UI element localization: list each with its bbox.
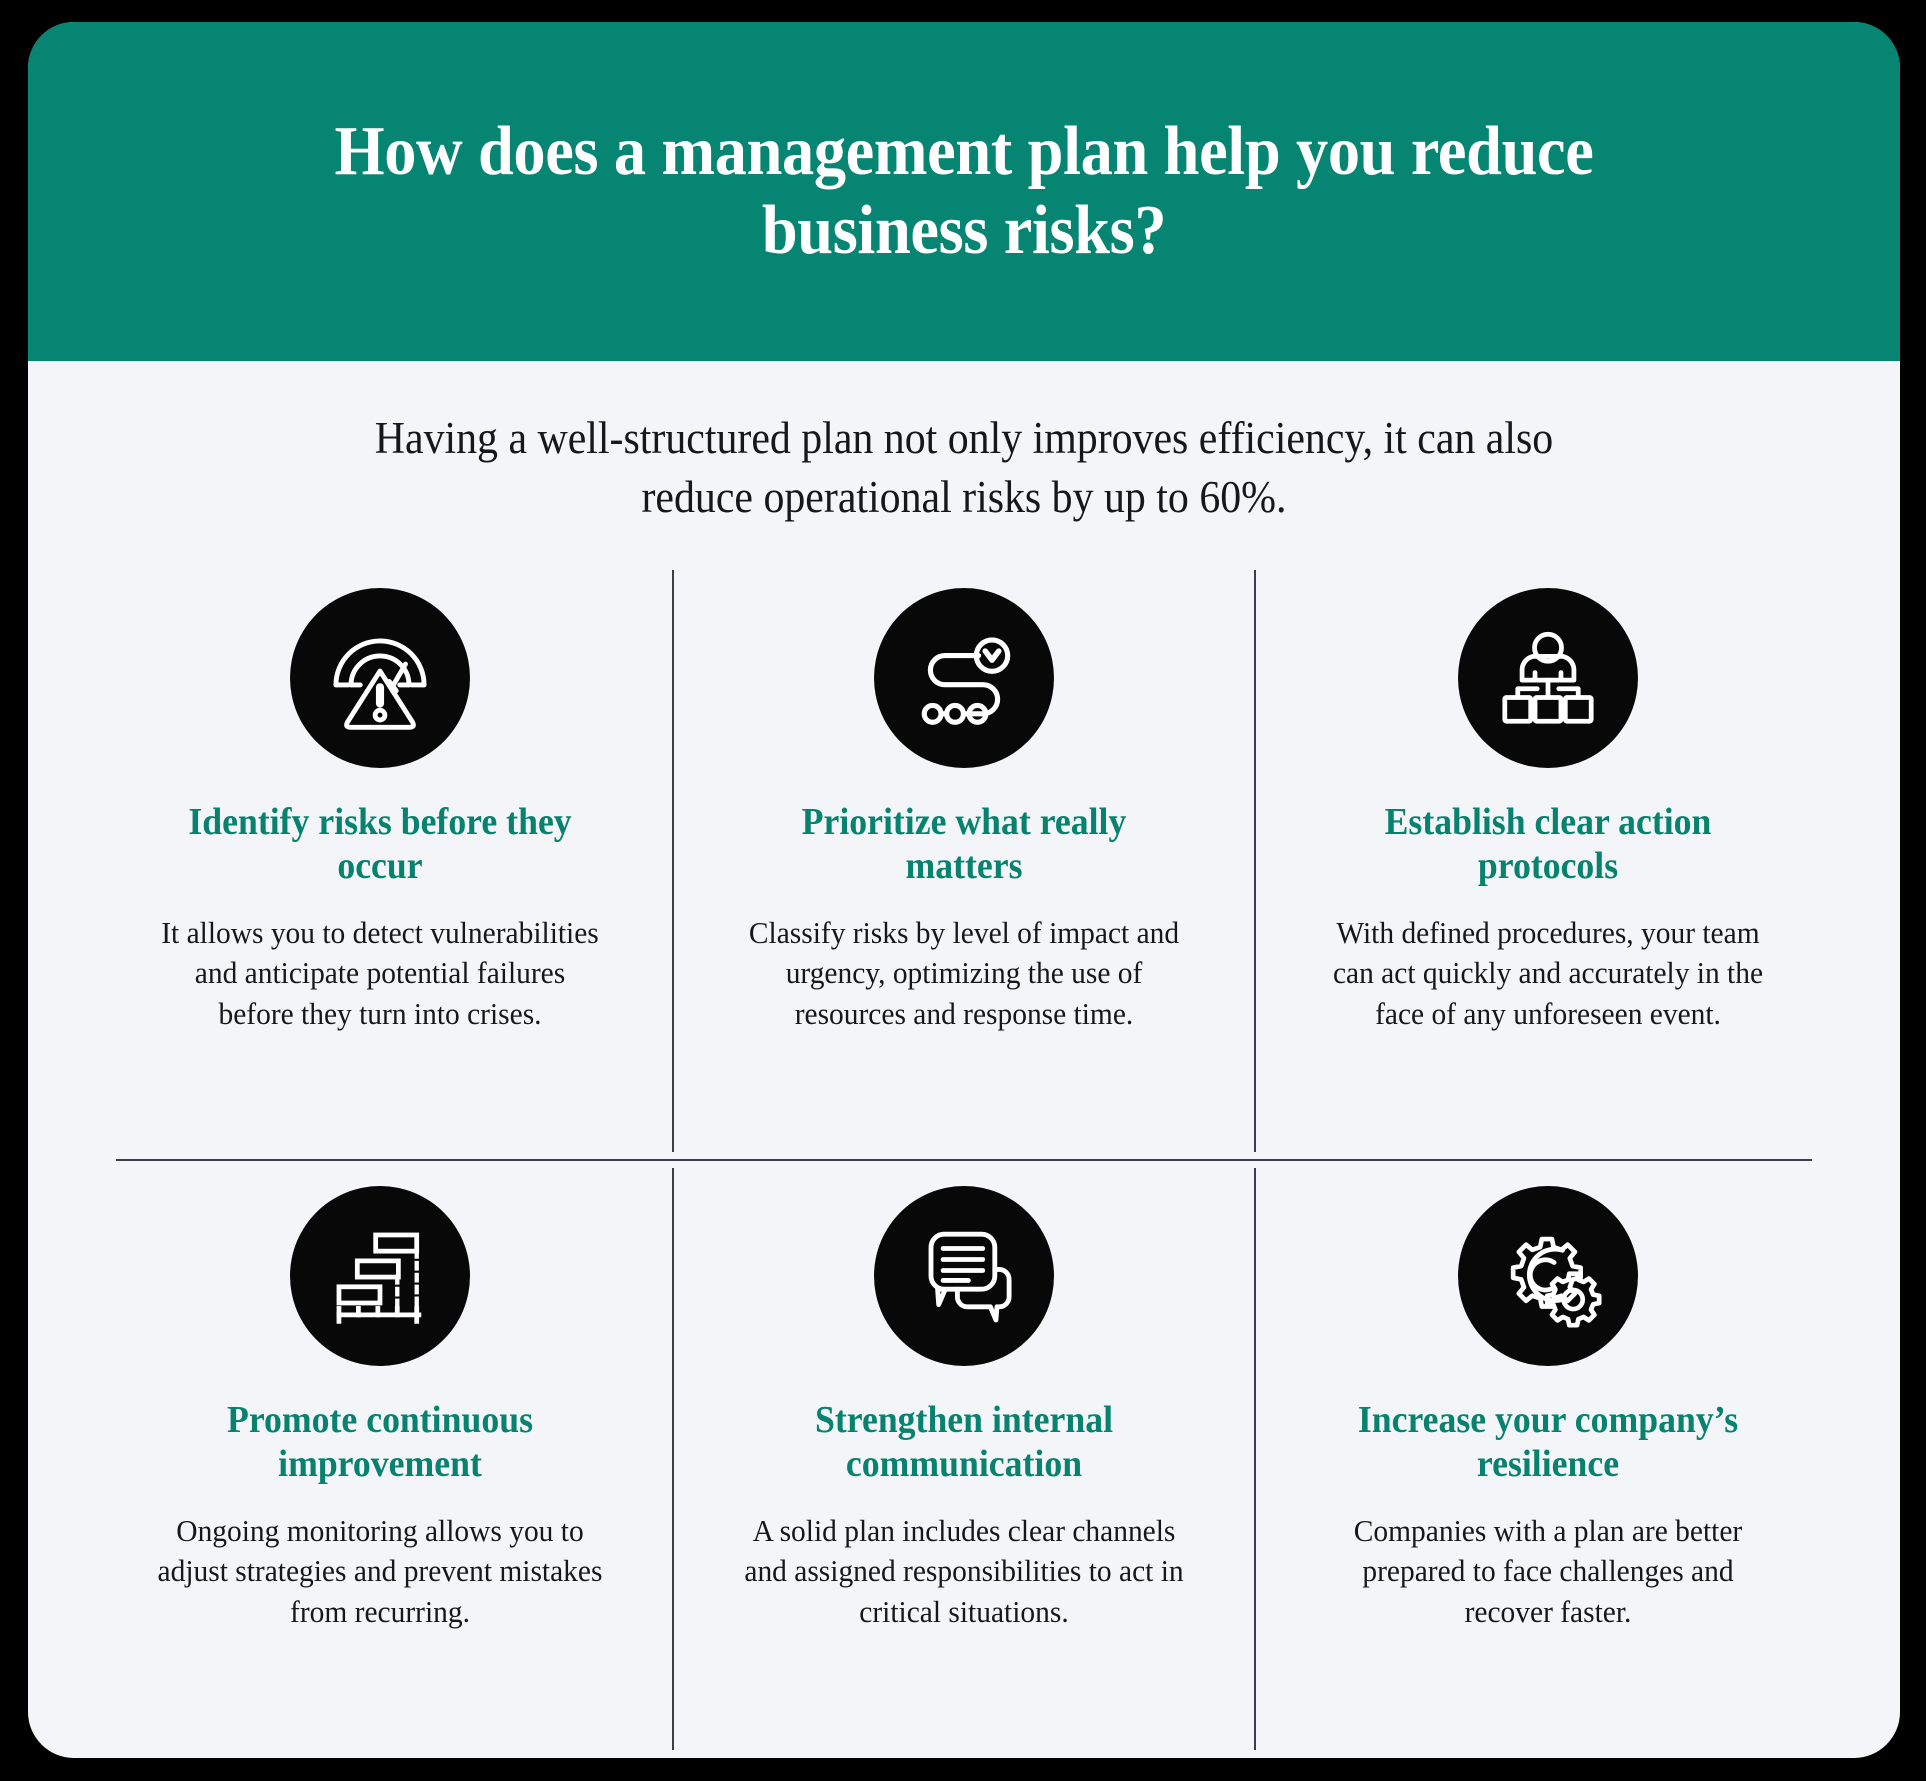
gears-settings-icon — [1458, 1186, 1638, 1366]
benefit-card-6: Increase your company’s resilience Compa… — [1256, 1160, 1840, 1758]
roadmap-priority-path-icon — [874, 588, 1054, 768]
benefit-card-heading: Identify risks before they occur — [188, 801, 572, 888]
header-band: How does a management plan help you redu… — [28, 22, 1900, 361]
benefit-card-3: Establish clear action protocols With de… — [1256, 562, 1840, 1160]
subtitle-text: Having a well-structured plan not only i… — [374, 413, 1554, 522]
benefit-card-body: A solid plan includes clear channels and… — [744, 1512, 1184, 1629]
benefit-card-5: Strengthen internal communication A soli… — [672, 1160, 1256, 1758]
benefit-card-body: Companies with a plan are better prepare… — [1353, 1512, 1743, 1629]
risk-gauge-warning-icon — [290, 588, 470, 768]
benefit-card-heading: Increase your company’s resilience — [1357, 1399, 1739, 1486]
benefit-card-1: Identify risks before they occur It allo… — [88, 562, 672, 1160]
benefit-card-body: With defined procedures, your team can a… — [1332, 914, 1764, 1031]
benefit-card-heading: Establish clear action protocols — [1384, 801, 1712, 888]
benefit-card-body: Classify risks by level of impact and ur… — [748, 914, 1180, 1031]
benefits-grid: Identify risks before they occur It allo… — [88, 562, 1840, 1758]
benefit-card-heading: Promote continuous improvement — [227, 1399, 533, 1486]
speech-bubbles-chat-icon — [874, 1186, 1054, 1366]
page-title: How does a management plan help you redu… — [334, 113, 1594, 269]
benefit-card-heading: Strengthen internal communication — [814, 1399, 1114, 1486]
infographic-card: How does a management plan help you redu… — [28, 22, 1900, 1758]
benefit-card-2: Prioritize what really matters Classify … — [672, 562, 1256, 1160]
benefit-card-4: Promote continuous improvement Ongoing m… — [88, 1160, 672, 1758]
org-chart-hierarchy-icon — [1458, 588, 1638, 768]
benefit-card-heading: Prioritize what really matters — [801, 801, 1127, 888]
benefit-card-body: It allows you to detect vulnerabilities … — [161, 914, 599, 1031]
row-divider — [116, 1159, 1812, 1161]
benefit-card-body: Ongoing monitoring allows you to adjust … — [157, 1512, 603, 1629]
subtitle-section: Having a well-structured plan not only i… — [28, 361, 1900, 526]
gantt-chart-icon — [290, 1186, 470, 1366]
